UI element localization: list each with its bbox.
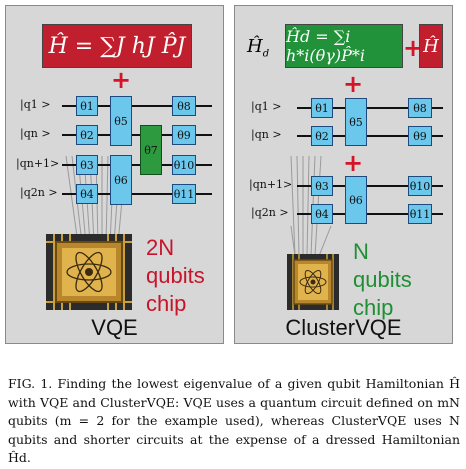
qubit-label-q1: |q1 > (20, 98, 51, 111)
gate-theta4: θ4 (76, 184, 98, 204)
hamiltonian-formula: Ĥ = ∑J hJ P̂J (48, 33, 186, 59)
dressed-hamiltonian-box: Ĥd = ∑i h*i(θγ)P̂*i (285, 24, 403, 68)
figure-caption: FIG. 1. Finding the lowest eigenvalue of… (8, 376, 460, 465)
qubit-wire (297, 213, 443, 215)
gate-theta11: θ11 (408, 204, 432, 224)
qubit-label-qn: |qn > (20, 127, 51, 140)
hamiltonian-box: Ĥ = ∑J hJ P̂J (42, 24, 192, 68)
dressed-hamiltonian-formula: Ĥd = ∑i h*i(θγ)P̂*i (286, 27, 365, 65)
vqe-panel: Ĥ = ∑J hJ P̂J + |q1 > |qn > |qn+1> |q2n … (5, 5, 224, 344)
qubit-wire (297, 107, 443, 109)
dressed-hamiltonian-symbol: Ĥd (247, 36, 270, 60)
chip-description: N qubits chip (353, 239, 412, 320)
qubit-wire (297, 135, 443, 137)
gate-theta2: θ2 (76, 125, 98, 145)
gate-theta7: θ7 (140, 125, 162, 175)
gate-theta1: θ1 (76, 96, 98, 116)
hamiltonian-symbol: Ĥ (423, 35, 439, 57)
qubit-wire (62, 193, 212, 195)
qubit-label-qn1: |qn+1> (249, 178, 293, 191)
gate-theta2: θ2 (311, 126, 333, 146)
gate-theta8: θ8 (408, 98, 432, 118)
qubit-wire (297, 185, 443, 187)
plus-sign: + (343, 149, 364, 177)
gate-theta8: θ8 (172, 96, 196, 116)
gate-theta6: θ6 (345, 176, 367, 224)
qubit-label-q1: |q1 > (251, 100, 282, 113)
gate-theta5: θ5 (345, 98, 367, 146)
gate-theta6: θ6 (110, 155, 132, 205)
qubit-label-qn1: |qn+1> (16, 157, 60, 170)
quantum-chip-image (46, 234, 132, 310)
qubit-wire (62, 164, 212, 166)
plus-sign: + (111, 66, 132, 94)
panel-title-clustervqe: ClusterVQE (285, 315, 402, 340)
plus-sign: + (343, 70, 364, 98)
gate-theta10: θ10 (172, 155, 196, 175)
qubit-wire (62, 105, 212, 107)
clustervqe-panel: Ĥd Ĥd = ∑i h*i(θγ)P̂*i + Ĥ + |q1 > |qn >… (234, 5, 453, 344)
qubit-wire (62, 134, 212, 136)
gate-theta1: θ1 (311, 98, 333, 118)
gate-theta10: θ10 (408, 176, 432, 196)
panel-title-vqe: VQE (91, 315, 138, 340)
gate-theta3: θ3 (76, 155, 98, 175)
qubit-label-q2n: |q2n > (20, 186, 58, 199)
gate-theta9: θ9 (172, 125, 196, 145)
qubit-label-q2n: |q2n > (251, 206, 289, 219)
gate-theta9: θ9 (408, 126, 432, 146)
chip-description: 2N qubits chip (146, 235, 205, 316)
gate-theta5: θ5 (110, 96, 132, 146)
hamiltonian-box: Ĥ (419, 24, 443, 68)
gate-theta4: θ4 (311, 204, 333, 224)
quantum-chip-image (287, 254, 339, 310)
gate-theta3: θ3 (311, 176, 333, 196)
qubit-label-qn: |qn > (251, 128, 282, 141)
gate-theta11: θ11 (172, 184, 196, 204)
plus-sign: + (403, 34, 424, 62)
